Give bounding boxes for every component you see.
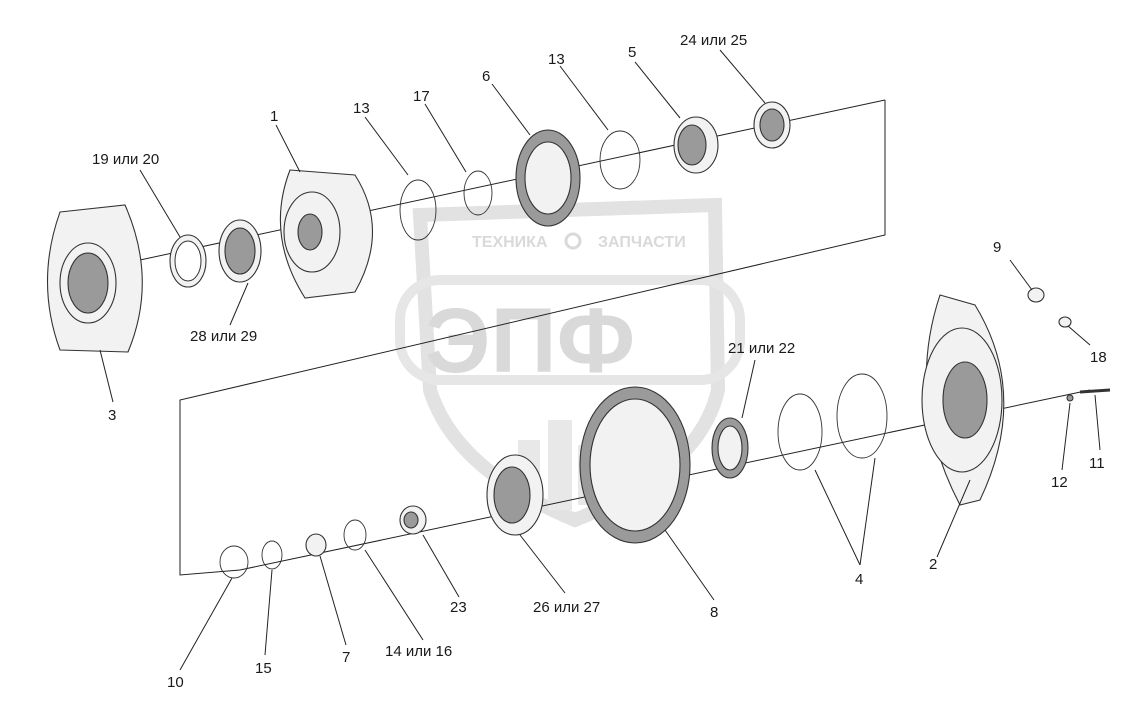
part-13-ring-a bbox=[399, 179, 437, 241]
part-5-bearing bbox=[673, 116, 719, 174]
part-14-ring bbox=[343, 519, 367, 551]
part-19-ring bbox=[169, 234, 207, 288]
part-15-ring bbox=[261, 540, 283, 570]
label-5: 5 bbox=[628, 44, 636, 61]
part-18-plug bbox=[1058, 316, 1072, 328]
part-2-housing bbox=[921, 294, 1005, 506]
label-2: 2 bbox=[929, 556, 937, 573]
part-24-seal bbox=[753, 101, 791, 149]
label-26: 26 или 27 bbox=[533, 599, 600, 616]
label-1: 1 bbox=[270, 108, 278, 125]
part-21-seal bbox=[711, 417, 749, 479]
watermark-gear-icon bbox=[564, 232, 582, 250]
label-8: 8 bbox=[710, 604, 718, 621]
label-18: 18 bbox=[1090, 349, 1107, 366]
watermark-text-main: ЭПФ bbox=[425, 290, 635, 392]
label-11: 11 bbox=[1089, 455, 1105, 472]
part-17-ring bbox=[463, 170, 493, 216]
label-28: 28 или 29 bbox=[190, 328, 257, 345]
part-10-ring bbox=[219, 545, 249, 579]
label-14: 14 или 16 bbox=[385, 643, 452, 660]
part-13-ring-b bbox=[599, 130, 641, 190]
part-26-bearing bbox=[486, 454, 544, 536]
label-9: 9 bbox=[993, 239, 1001, 256]
label-21: 21 или 22 bbox=[728, 340, 795, 357]
label-4: 4 bbox=[855, 571, 863, 588]
label-10: 10 bbox=[167, 674, 184, 691]
label-13-right: 13 bbox=[548, 51, 565, 68]
part-8-ring-gear bbox=[579, 386, 691, 544]
frame-line bbox=[179, 100, 886, 576]
label-13-left: 13 bbox=[353, 100, 370, 117]
part-1-carrier bbox=[279, 169, 374, 299]
label-17: 17 bbox=[413, 88, 430, 105]
part-3-cover bbox=[46, 204, 143, 353]
label-19: 19 или 20 bbox=[92, 151, 159, 168]
part-4-o-rings bbox=[777, 373, 888, 471]
part-7-spacer bbox=[305, 533, 327, 557]
label-6: 6 bbox=[482, 68, 490, 85]
label-15: 15 bbox=[255, 660, 272, 677]
part-6-gear bbox=[515, 129, 581, 227]
label-12: 12 bbox=[1051, 474, 1068, 491]
label-7: 7 bbox=[342, 649, 350, 666]
part-11-bolt bbox=[1079, 388, 1111, 394]
label-3: 3 bbox=[108, 407, 116, 424]
callout-labels: 1 2 3 4 5 6 7 8 9 10 11 12 13 13 14 или … bbox=[92, 32, 1107, 691]
part-28-seal bbox=[218, 219, 262, 283]
label-23: 23 bbox=[450, 599, 467, 616]
leader-lines bbox=[99, 49, 1101, 671]
part-9-plug bbox=[1027, 287, 1045, 303]
part-12-washer bbox=[1066, 394, 1074, 402]
watermark-text-tehnika: ТЕХНИКА bbox=[472, 234, 548, 251]
label-24: 24 или 25 bbox=[680, 32, 747, 49]
watermark-text-zapchasti: ЗАПЧАСТИ bbox=[598, 234, 686, 251]
part-23-bearing bbox=[399, 505, 427, 535]
